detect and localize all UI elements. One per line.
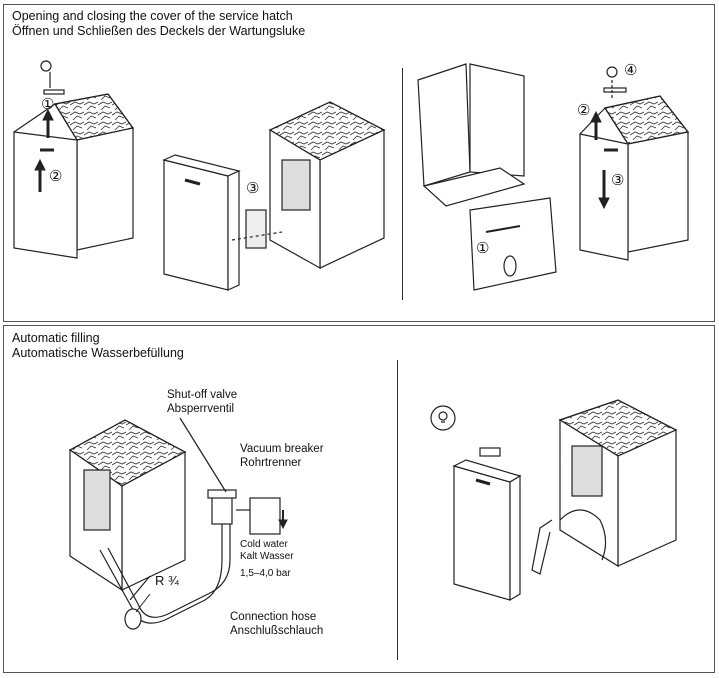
- service-hatch-title-en: Opening and closing the cover of the ser…: [12, 9, 293, 23]
- hatch-cover-plate: [162, 154, 241, 291]
- heater-unit-4: [68, 419, 187, 592]
- hose-label-de: Anschlußschlauch: [230, 625, 324, 637]
- pressure-label: 1,5–4,0 bar: [240, 568, 291, 579]
- step-1-right: ①: [476, 240, 490, 257]
- vacuum-breaker: [236, 497, 281, 535]
- section1-divider: [402, 68, 403, 300]
- stone-basket-1: [40, 60, 65, 95]
- hose-label-en: Connection hose: [230, 611, 317, 623]
- service-hatch-title-de: Öffnen und Schließen des Deckels der War…: [12, 24, 306, 38]
- automatic-filling-title-de: Automatische Wasserbefüllung: [12, 346, 184, 360]
- cold-water-label-de: Kalt Wasser: [240, 551, 294, 562]
- arrow-up-1: [34, 72, 54, 192]
- step-3-left: ③: [246, 180, 260, 197]
- service-hatch-panel: [3, 4, 715, 322]
- automatic-filling-title-en: Automatic filling: [12, 331, 100, 345]
- heater-unit-2: [231, 101, 386, 270]
- shutoff-valve-label-de: Absperrventil: [167, 403, 235, 415]
- step-4-right: ④: [624, 62, 638, 79]
- step-2-left: ②: [49, 168, 63, 185]
- heater-unit-1: [13, 93, 135, 259]
- service-hatch-heading: Opening and closing the cover of the ser…: [12, 9, 305, 39]
- shutoff-valve: [179, 417, 237, 525]
- section2-divider: [397, 360, 398, 660]
- hatch-cover-2: [452, 447, 522, 602]
- automatic-filling-panel: [3, 325, 715, 673]
- thread-size-label: R ¾: [155, 573, 179, 588]
- shutoff-valve-label-en: Shut-off valve: [167, 389, 238, 401]
- thread-fitting: [124, 608, 142, 630]
- step-3-right: ③: [611, 172, 625, 189]
- step-2-right: ②: [577, 102, 591, 119]
- vacuum-breaker-label-en: Vacuum breaker: [240, 443, 324, 455]
- hatch-closeup: [417, 63, 557, 291]
- cold-water-arrow: [278, 510, 288, 530]
- arrows-heater-3: [590, 80, 613, 210]
- cold-water-label-en: Cold water: [240, 539, 288, 550]
- lamp-icon: [430, 405, 456, 431]
- heater-unit-5: [531, 399, 678, 575]
- vacuum-breaker-label-de: Rohrtrenner: [240, 457, 302, 469]
- step-1-left: ①: [41, 96, 55, 113]
- automatic-filling-heading: Automatic filling Automatische Wasserbef…: [12, 331, 184, 361]
